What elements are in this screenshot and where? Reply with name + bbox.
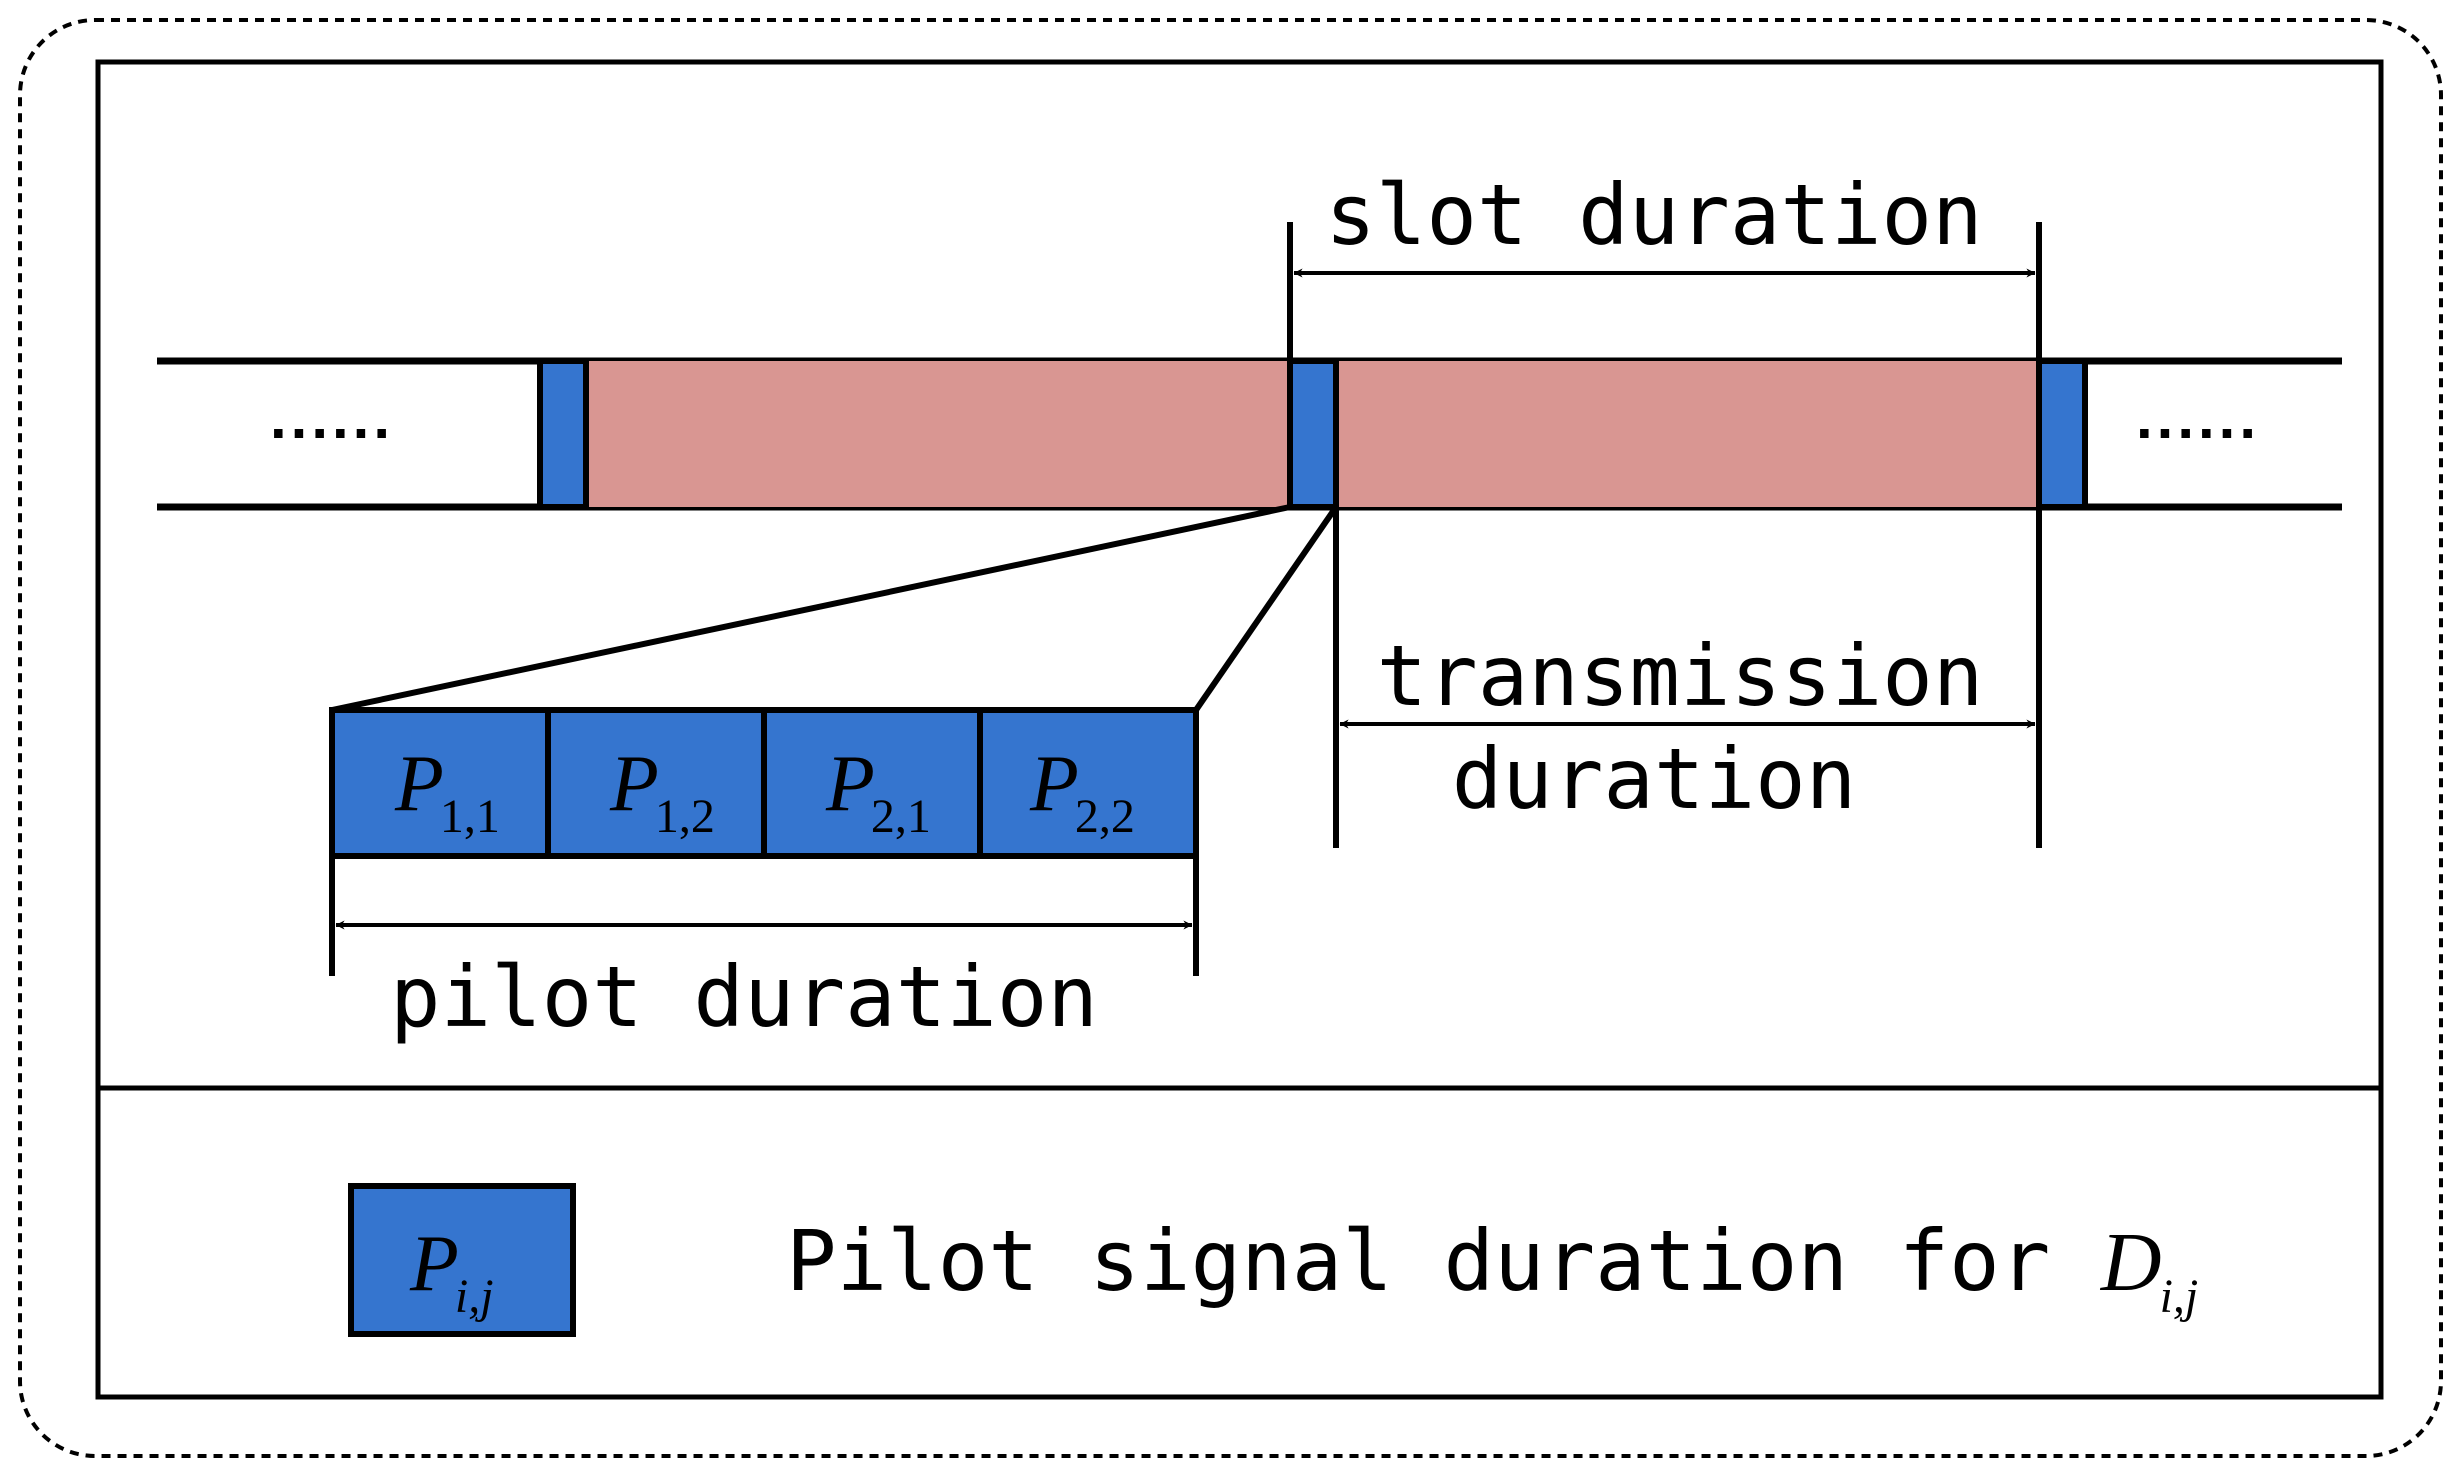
pilot-label-p22: P2,2 bbox=[1029, 740, 1135, 843]
timeline-pilot-block-2 bbox=[1287, 358, 1339, 510]
legend-pilot-symbol: Pi,j bbox=[409, 1220, 494, 1323]
timeline-pilot-block-1 bbox=[537, 358, 589, 510]
transmission-block-1 bbox=[586, 361, 1289, 507]
expanded-pilot-group: P1,1 P1,2 P2,1 P2,2 bbox=[329, 707, 1199, 859]
pilot-label-p11: P1,1 bbox=[394, 740, 500, 843]
timeline-pilot-block-3 bbox=[2036, 358, 2088, 510]
timeline-right-ellipsis: ...... bbox=[2136, 384, 2260, 451]
slot-duration-label: slot duration bbox=[1325, 166, 1982, 264]
zoom-line-left bbox=[331, 504, 1291, 713]
pilot-label-p21: P2,1 bbox=[825, 740, 931, 843]
pilot-label-p12: P1,2 bbox=[609, 740, 715, 843]
timeline-left-ellipsis: ...... bbox=[270, 384, 394, 451]
transmission-label-line2: duration bbox=[1452, 730, 1857, 828]
legend-pilot-swatch bbox=[348, 1183, 576, 1337]
inner-frame bbox=[95, 59, 2384, 1400]
outer-dotted-border bbox=[18, 18, 2443, 1458]
transmission-label-line1: transmission bbox=[1377, 627, 1984, 725]
pilot-block-p12 bbox=[545, 707, 767, 859]
legend-description: Pilot signal duration for Di,j bbox=[786, 1212, 2198, 1323]
pilot-block-p21 bbox=[761, 707, 983, 859]
pilot-duration-label: pilot duration bbox=[390, 948, 1098, 1046]
transmission-block-2 bbox=[1336, 361, 2039, 507]
pilot-block-p22 bbox=[977, 707, 1199, 859]
zoom-line-right bbox=[1193, 505, 1339, 712]
